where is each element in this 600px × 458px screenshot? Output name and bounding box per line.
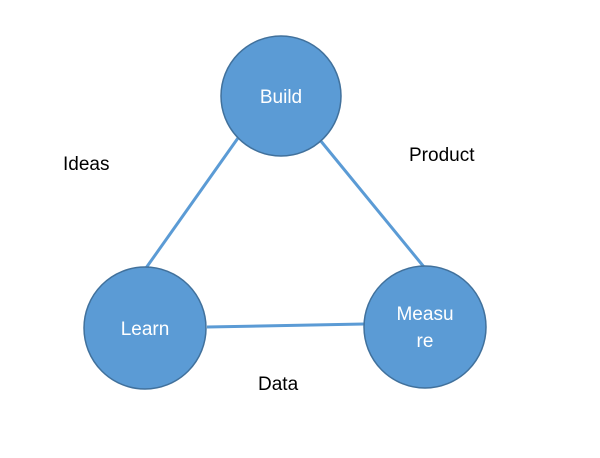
node-measure-label-line1: Measu <box>396 304 453 325</box>
edge-label-data: Data <box>258 374 299 395</box>
node-learn: Learn <box>83 266 207 390</box>
node-learn-label: Learn <box>121 319 170 340</box>
node-build: Build <box>220 35 342 157</box>
node-measure: Measu re <box>363 265 487 389</box>
node-measure-label-line2: re <box>417 331 434 352</box>
edge-build-learn <box>144 137 240 269</box>
edge-label-product: Product <box>409 145 475 166</box>
edge-label-ideas: Ideas <box>63 154 110 175</box>
edge-build-measure <box>318 139 426 268</box>
edge-learn-measure <box>206 322 365 329</box>
node-build-label: Build <box>260 87 302 108</box>
